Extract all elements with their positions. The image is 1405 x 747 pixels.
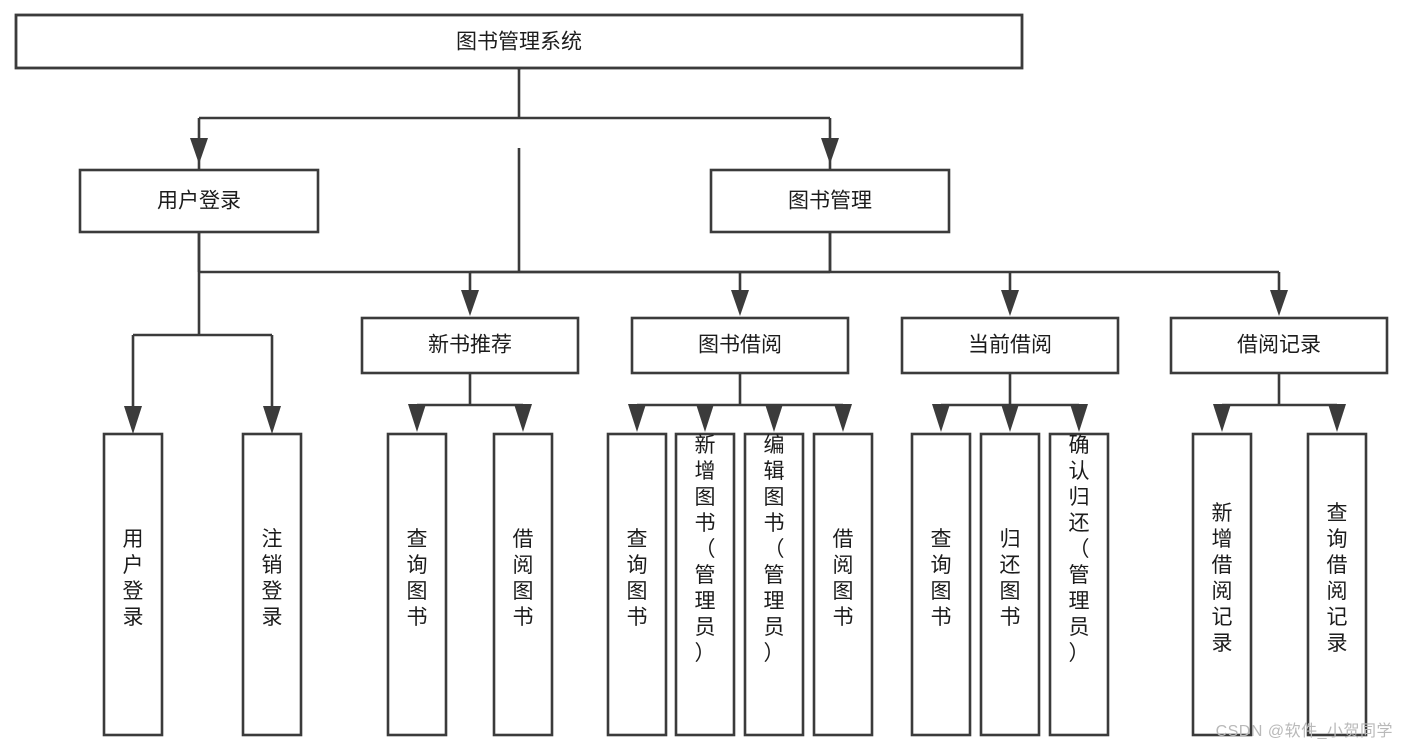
leaf-return-book-label: 归还图书 — [1000, 528, 1021, 629]
node-book-borrow-label: 图书借阅 — [698, 334, 782, 357]
leaf-query-book-recommend-label: 查询图书 — [407, 528, 428, 629]
leaf-return-book[interactable]: 归还图书 — [979, 432, 1041, 737]
leaf-query-book-recommend[interactable]: 查询图书 — [386, 432, 448, 737]
leaf-confirm-return-admin[interactable]: 确认归还（管理员） — [1048, 432, 1110, 737]
node-user-login-box[interactable] — [78, 168, 320, 234]
arrow-to-book-management — [821, 138, 839, 164]
arrow-nbr-leaf-2 — [514, 404, 532, 432]
node-new-book-recommend[interactable]: 新书推荐 — [360, 316, 580, 375]
mask-top — [0, 70, 1405, 148]
leaf-query-book-current-label: 查询图书 — [931, 528, 952, 629]
leaf-query-book-current-box[interactable] — [910, 432, 972, 737]
leaf-user-login-box[interactable] — [102, 432, 164, 737]
leaf-confirm-return-admin-label: 确认归还（管理员） — [1069, 434, 1090, 665]
leaf-borrow-book-recommend-box[interactable] — [492, 432, 554, 737]
leaf-query-borrow-record[interactable]: 查询借阅记录 — [1306, 432, 1368, 737]
node-root-label: 图书管理系统 — [456, 31, 582, 54]
node-root-box[interactable] — [14, 13, 1024, 70]
csdn-watermark: CSDN @软件_小贺同学 — [1215, 723, 1393, 740]
arrow-to-book-borrow — [731, 290, 749, 316]
leaf-query-borrow-record-label: 查询借阅记录 — [1327, 502, 1348, 655]
node-book-management-box[interactable] — [709, 168, 951, 234]
leaf-return-book-box[interactable] — [979, 432, 1041, 737]
leaf-user-login[interactable]: 用户登录 — [102, 432, 164, 737]
node-book-management[interactable]: 图书管理 — [709, 168, 951, 234]
leaf-query-book-borrow-label: 查询图书 — [627, 528, 648, 629]
leaf-query-book-borrow-box[interactable] — [606, 432, 668, 737]
leaf-borrow-book-recommend[interactable]: 借阅图书 — [492, 432, 554, 737]
node-new-book-recommend-label: 新书推荐 — [428, 334, 512, 357]
arrow-cb-leaf-1 — [932, 404, 950, 432]
node-book-management-label: 图书管理 — [788, 190, 872, 213]
leaf-query-book-borrow[interactable]: 查询图书 — [606, 432, 668, 737]
node-borrow-records[interactable]: 借阅记录 — [1169, 316, 1389, 375]
node-new-book-recommend-box[interactable] — [360, 316, 580, 375]
node-book-borrow-box[interactable] — [630, 316, 850, 375]
connector-current-borrow-group — [932, 373, 1088, 432]
connector-book-management-group — [461, 232, 1288, 316]
leaf-add-book-admin-label: 新增图书（管理员） — [695, 434, 716, 665]
arrow-bb-leaf-1 — [628, 404, 646, 432]
leaf-query-book-current[interactable]: 查询图书 — [910, 432, 972, 737]
arrow-br-leaf-1 — [1213, 404, 1231, 432]
node-user-login[interactable]: 用户登录 — [78, 168, 320, 234]
leaf-edit-book-admin-label: 编辑图书（管理员） — [764, 434, 785, 665]
leaf-add-book-admin-box[interactable] — [674, 432, 736, 737]
arrow-cb-leaf-3 — [1070, 404, 1088, 432]
leaf-user-login-label: 用户登录 — [123, 528, 144, 629]
node-book-borrow[interactable]: 图书借阅 — [630, 316, 850, 375]
leaf-add-book-admin[interactable]: 新增图书（管理员） — [674, 432, 736, 737]
node-root-library-system[interactable]: 图书管理系统 — [14, 13, 1024, 70]
leaf-add-borrow-record-label: 新增借阅记录 — [1212, 502, 1233, 655]
arrow-to-new-book-recommend — [461, 290, 479, 316]
leaf-add-borrow-record-box[interactable] — [1191, 432, 1253, 737]
leaf-edit-book-admin-box[interactable] — [743, 432, 805, 737]
leaf-logout-label: 注销登录 — [262, 528, 283, 629]
arrow-cb-leaf-2 — [1001, 404, 1019, 432]
arrow-bb-leaf-3 — [765, 404, 783, 432]
arrow-to-user-login — [190, 138, 208, 164]
node-borrow-records-label: 借阅记录 — [1237, 334, 1321, 357]
leaf-logout-box[interactable] — [241, 432, 303, 737]
leaf-query-borrow-record-box[interactable] — [1306, 432, 1368, 737]
node-user-login-label: 用户登录 — [157, 190, 241, 213]
node-current-borrow-label: 当前借阅 — [968, 334, 1052, 357]
leaf-add-borrow-record[interactable]: 新增借阅记录 — [1191, 432, 1253, 737]
leaf-borrow-book[interactable]: 借阅图书 — [812, 432, 874, 737]
arrow-br-leaf-2 — [1328, 404, 1346, 432]
arrow-nbr-leaf-1 — [408, 404, 426, 432]
connector-new-book-recommend-group — [408, 373, 532, 432]
node-current-borrow-box[interactable] — [900, 316, 1120, 375]
leaf-borrow-book-recommend-label: 借阅图书 — [513, 528, 534, 629]
connector-borrow-records-group — [1213, 373, 1346, 432]
node-current-borrow[interactable]: 当前借阅 — [900, 316, 1120, 375]
connector-user-login-group — [124, 232, 281, 434]
arrow-to-leaf-user-login — [124, 406, 142, 434]
leaf-confirm-return-admin-box[interactable] — [1048, 432, 1110, 737]
leaf-logout[interactable]: 注销登录 — [241, 432, 303, 737]
arrow-bb-leaf-4 — [834, 404, 852, 432]
arrow-to-current-borrow — [1001, 290, 1019, 316]
leaf-query-book-recommend-box[interactable] — [386, 432, 448, 737]
arrow-to-borrow-records — [1270, 290, 1288, 316]
connector-root-group — [190, 68, 839, 164]
leaf-edit-book-admin[interactable]: 编辑图书（管理员） — [743, 432, 805, 737]
leaf-borrow-book-box[interactable] — [812, 432, 874, 737]
arrow-bb-leaf-2 — [696, 404, 714, 432]
connector-book-borrow-group — [628, 373, 852, 432]
leaf-borrow-book-label: 借阅图书 — [833, 528, 854, 629]
arrow-to-leaf-logout — [263, 406, 281, 434]
